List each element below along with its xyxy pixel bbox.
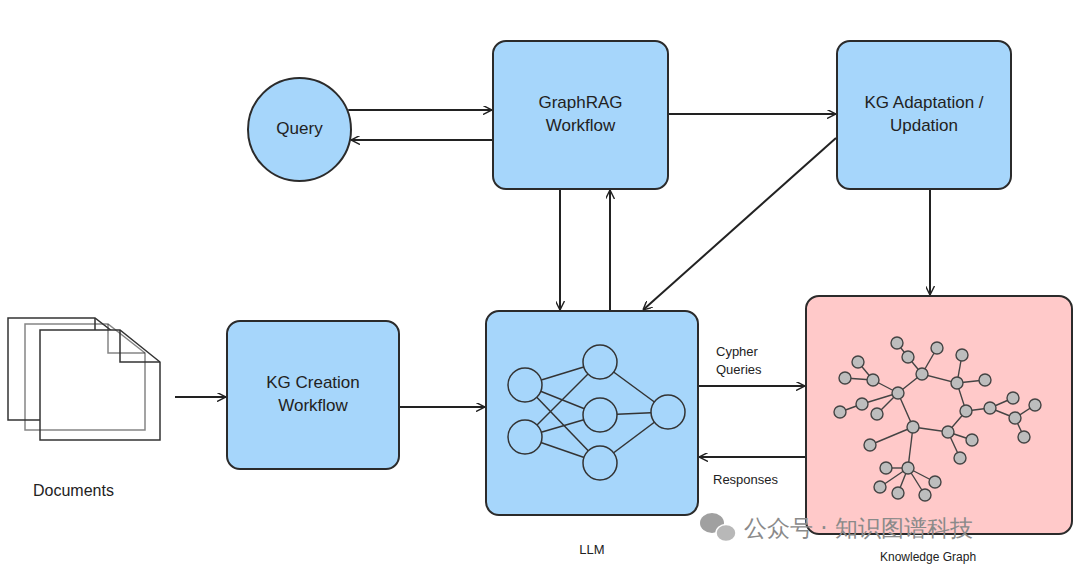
- flow-arrow: [699, 385, 805, 387]
- node-title: GraphRAG Workflow: [506, 92, 655, 138]
- flow-arrow: [669, 113, 836, 115]
- node-caption: Knowledge Graph: [880, 549, 976, 565]
- flow-arrow: [175, 396, 226, 398]
- process-box: GraphRAG Workflow: [492, 40, 669, 190]
- flow-arrow: [929, 190, 931, 295]
- documents-icon: Documents: [5, 316, 175, 446]
- edge-label: Responses: [713, 471, 793, 489]
- llm-box: LLM: [485, 310, 699, 516]
- node-title: KG Creation Workflow: [240, 372, 386, 418]
- process-box: KG Adaptation / Updation: [836, 40, 1012, 190]
- edge-label: Cypher Queries: [716, 343, 778, 379]
- flow-arrow: [348, 109, 492, 111]
- node-title: KG Adaptation / Updation: [850, 92, 998, 138]
- knowledge-graph-box: Knowledge Graph: [805, 295, 1073, 535]
- node-caption: LLM: [487, 541, 697, 559]
- flow-arrow: [699, 456, 805, 458]
- flow-arrow: [559, 190, 561, 310]
- query-circle: Query: [247, 77, 352, 182]
- flow-arrow: [609, 190, 611, 310]
- node-caption: Documents: [33, 480, 114, 502]
- watermark-icon: [700, 513, 736, 542]
- node-title: Query: [276, 118, 322, 141]
- flow-arrow: [351, 139, 492, 141]
- flow-arrow: [643, 138, 836, 310]
- flow-arrow: [400, 406, 485, 408]
- document-pages: [8, 318, 160, 440]
- process-box: KG Creation Workflow: [226, 320, 400, 470]
